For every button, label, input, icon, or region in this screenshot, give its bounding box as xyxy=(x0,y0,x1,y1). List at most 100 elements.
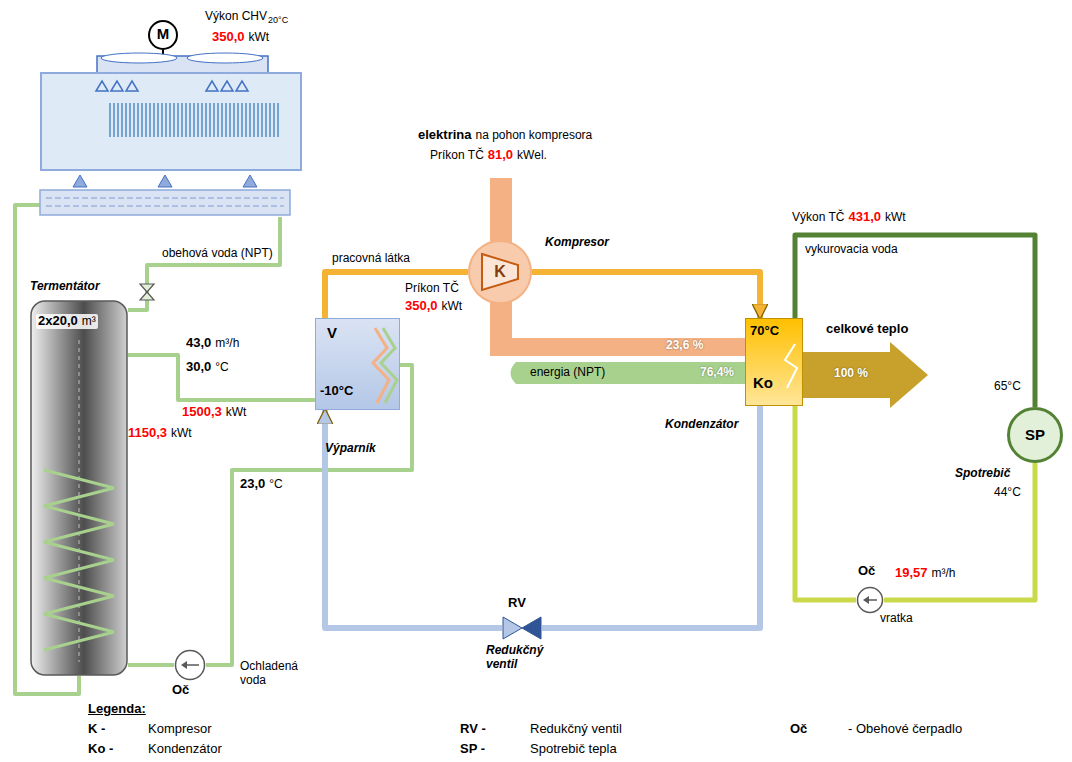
text-line: 1150,3kWt xyxy=(128,426,192,441)
label-text: °C xyxy=(215,360,228,374)
text-line: 76,4% xyxy=(700,366,734,380)
pipe-connector xyxy=(795,406,856,600)
text-line: K - xyxy=(88,722,105,737)
text-line: Výkon CHV20°C xyxy=(205,10,288,26)
label-text: SP - xyxy=(460,741,485,756)
label-text: 70°C xyxy=(750,323,779,338)
text-line: Oč xyxy=(790,722,807,737)
label-text: Ochladená voda xyxy=(240,659,298,687)
motor-circle: M xyxy=(148,20,178,50)
circle-outline xyxy=(1009,409,1062,462)
fill-pack xyxy=(110,103,278,137)
compressor-circle-outline xyxy=(469,241,531,303)
label-text: M xyxy=(157,25,170,42)
evaporator-box: V-10°CVýparník xyxy=(315,318,400,410)
heat-exchange-line xyxy=(373,328,389,403)
text-line: Redukčný ventil xyxy=(530,722,622,737)
circulation-pump: Oč xyxy=(856,586,884,614)
circulation-pump: Oč xyxy=(174,649,206,681)
label-text: Kondenzátor xyxy=(148,741,222,756)
text-line: Spotrebič xyxy=(955,467,1010,481)
text-line: 70°C xyxy=(750,324,779,339)
label-text: 43,0 xyxy=(186,335,211,350)
text-line: Termentátor xyxy=(30,280,100,294)
label-text: 350,0 xyxy=(212,29,245,44)
pipe-connector xyxy=(128,217,280,310)
spray-nozzle xyxy=(221,81,233,91)
text-line: Príkon TČ81,0kWel. xyxy=(430,148,547,163)
pipe-connector xyxy=(206,365,412,665)
label-text: celkové teplo xyxy=(826,321,908,336)
cooling-tower-shape xyxy=(40,45,302,217)
compressor-symbol xyxy=(482,254,518,290)
label-text: 65°C xyxy=(994,379,1021,393)
text-line: Redukčný ventil xyxy=(486,644,558,672)
tank-axis xyxy=(79,340,80,662)
text-line: 23,0°C xyxy=(240,477,283,492)
label-text: na pohon kompresora xyxy=(475,128,592,142)
label-text: 19,57 xyxy=(895,565,928,580)
text-line: 350,0kWt xyxy=(212,30,269,45)
label-text: 2x20,0 xyxy=(38,313,78,328)
label-text: K xyxy=(494,263,506,280)
label-text: 44°C xyxy=(994,485,1021,499)
condenser-box: 70°CKoKondenzátor xyxy=(745,318,803,406)
label-text: Redukčný ventil xyxy=(486,643,543,671)
spray-nozzle xyxy=(126,81,138,91)
water-surface xyxy=(46,206,284,207)
text-line: Výkon TČ431,0kWt xyxy=(792,210,906,225)
label-text: m³ xyxy=(82,314,96,328)
label-text: Legenda: xyxy=(88,701,146,716)
text-line: V xyxy=(327,324,337,342)
label-text: RV - xyxy=(460,721,486,736)
text-line: - Obehové čerpadlo xyxy=(848,722,962,737)
text-line: SP xyxy=(1007,426,1063,444)
label-text: V xyxy=(327,324,337,341)
text-line: K xyxy=(468,263,532,281)
label-text: kWel. xyxy=(517,148,547,162)
circulation-pump-shape xyxy=(856,586,884,614)
fermenter-tank-shape xyxy=(30,300,128,676)
label-text: 76,4% xyxy=(700,365,734,379)
label-text: Redukčný ventil xyxy=(530,721,622,736)
label-text: Príkon TČ xyxy=(405,281,459,295)
water-basin xyxy=(40,190,290,215)
label-text: 20°C xyxy=(268,15,288,25)
circulation-pump-shape xyxy=(174,649,206,681)
label-text: Kondenzátor xyxy=(665,417,738,431)
text-line: 2x20,0 m³ xyxy=(36,314,98,329)
tower-body xyxy=(41,73,301,170)
cooling-tower: Výkon CHV20°C350,0kWt xyxy=(40,45,302,217)
spray-nozzle xyxy=(206,81,218,91)
label-text: K - xyxy=(88,721,105,736)
valve-half xyxy=(503,617,522,639)
text-line: celkové teplo xyxy=(826,322,908,337)
text-line: vratka xyxy=(880,612,913,626)
text-line: vykurovacia voda xyxy=(805,243,898,257)
pump-circle xyxy=(176,651,205,680)
text-line: Oč xyxy=(172,683,189,698)
text-line: 1500,3kWt xyxy=(182,405,246,420)
fan xyxy=(101,53,177,63)
text-line: 23,6 % xyxy=(666,339,703,353)
text-line: Kompresor xyxy=(545,236,609,250)
label-text: 1500,3 xyxy=(182,404,222,419)
support-foot xyxy=(158,175,172,187)
spray-nozzle xyxy=(236,81,248,91)
heat-exchange-line xyxy=(785,344,797,388)
label-text: Ko - xyxy=(88,741,113,756)
pipe-connector xyxy=(128,355,315,400)
support-foot xyxy=(73,175,87,187)
label-text: Kompresor xyxy=(148,721,212,736)
label-text: kWt xyxy=(171,426,192,440)
fan xyxy=(187,53,263,63)
evaporator-outline xyxy=(316,319,400,410)
label-text: RV xyxy=(508,595,526,610)
text-line: Ochladená voda xyxy=(240,660,310,688)
label-text: kWt xyxy=(885,210,906,224)
label-text: m³/h xyxy=(215,336,239,350)
fermenter-tank: Termentátor2x20,0m³ xyxy=(30,300,128,676)
label-text: SP xyxy=(1025,426,1045,443)
text-line: Výparník xyxy=(325,442,376,456)
